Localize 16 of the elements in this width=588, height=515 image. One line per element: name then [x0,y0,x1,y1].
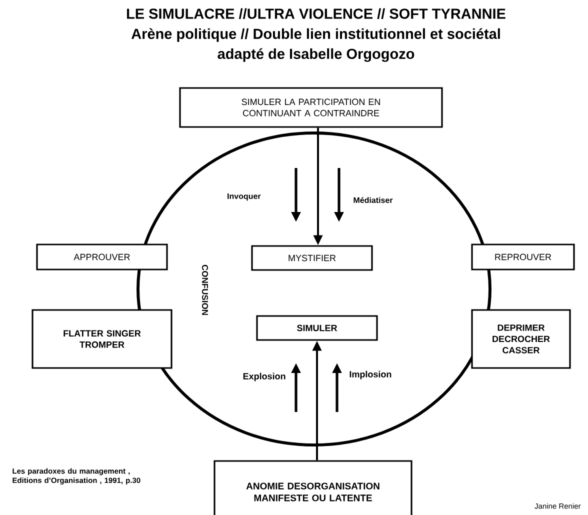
text-label: Invoquer [228,193,261,201]
text-box: SIMULER LA PARTICIPATION EN CONTINUANT A CONTRAINDRE [179,87,443,128]
text-label: Médiatiser [354,197,393,203]
text-box: FLATTER SINGER TROMPER [32,309,172,369]
text-box: ANOMIE DESORGANISATION MANIFESTE OU LATENTE [214,460,412,515]
title: LE SIMULACRE //ULTRA VIOLENCE // SOFT TYRANNIE [127,8,506,19]
vertical-label: CONFUSION [202,264,208,315]
text-box: REPROUVER [471,244,575,270]
text-box: DEPRIMER DECROCHER CASSER [471,309,571,369]
text-box: SIMULER [256,315,378,341]
text-label: Explosion [243,372,286,382]
text-box: APPROUVER [36,244,168,270]
text-label: Implosion [350,370,392,380]
text-box: MYSTIFIER [251,245,373,271]
subtitle: adapté de Isabelle Orgogozo [218,48,414,62]
subtitle: Arène politique // Double lien institutionnel et sociétal [131,28,500,42]
